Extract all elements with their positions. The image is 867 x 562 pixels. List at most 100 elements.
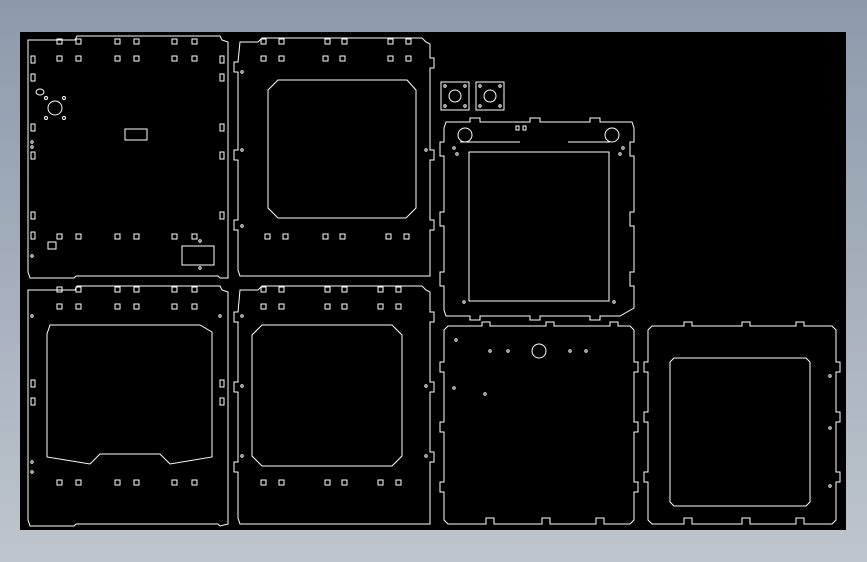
screw-hole: [241, 149, 243, 151]
slot: [406, 56, 411, 61]
slot: [57, 480, 62, 485]
screw-hole: [507, 350, 509, 352]
panel-bottom-left[interactable]: [28, 286, 228, 526]
bracket-outline: [441, 82, 469, 110]
screw-hole: [31, 141, 33, 143]
drawing-viewport[interactable]: [20, 32, 846, 530]
slot: [220, 74, 224, 81]
slot: [388, 39, 393, 44]
slot: [261, 304, 266, 309]
slot: [31, 74, 35, 81]
slot: [57, 56, 62, 61]
slot: [406, 39, 411, 44]
slot: [115, 287, 120, 292]
slot: [523, 126, 526, 130]
screw-hole: [489, 350, 491, 352]
slot: [76, 234, 81, 239]
slot: [279, 287, 284, 292]
slot: [134, 56, 139, 61]
mount-hole: [48, 101, 62, 115]
slot: [115, 56, 120, 61]
laser-cut-drawing: [20, 32, 846, 530]
screw-hole: [829, 427, 831, 429]
motor-hole: [449, 90, 461, 102]
screw-hole: [241, 225, 243, 227]
screw-hole: [425, 149, 427, 151]
slot: [31, 398, 35, 405]
screw-hole: [444, 85, 446, 87]
slot: [378, 480, 383, 485]
screw-hole: [479, 105, 481, 107]
screw-hole: [63, 117, 66, 120]
slot: [340, 56, 345, 61]
slot: [192, 39, 197, 44]
screw-hole: [425, 385, 427, 387]
screw-hole: [444, 105, 446, 107]
screw-hole: [241, 385, 243, 387]
slot: [220, 212, 224, 219]
slot: [115, 39, 120, 44]
panel-bottom-center[interactable]: [440, 322, 638, 524]
screw-hole: [829, 375, 831, 377]
slot: [342, 480, 347, 485]
panel-outline: [644, 322, 840, 524]
screw-hole: [569, 350, 571, 352]
screw-hole: [464, 105, 466, 107]
slot: [134, 480, 139, 485]
screw-hole: [499, 105, 501, 107]
slot: [220, 152, 224, 159]
screw-hole: [464, 85, 466, 87]
slot: [192, 304, 197, 309]
panel-center-tray[interactable]: [440, 118, 634, 320]
slot: [261, 39, 266, 44]
slot: [134, 287, 139, 292]
slot: [57, 304, 62, 309]
slot: [192, 234, 197, 239]
slot: [279, 480, 284, 485]
small-slot: [48, 242, 56, 249]
slot: [342, 304, 347, 309]
panel-outline: [440, 322, 638, 524]
slot: [279, 39, 284, 44]
slot: [261, 56, 266, 61]
slot: [172, 56, 177, 61]
screw-hole: [31, 315, 33, 317]
slot: [325, 304, 330, 309]
screw-hole: [45, 117, 48, 120]
screw-hole: [199, 267, 201, 269]
slot: [386, 234, 391, 239]
slot: [220, 124, 224, 131]
slot: [283, 234, 288, 239]
motor-mount-small-2[interactable]: [476, 82, 504, 110]
corner-hole: [458, 128, 472, 142]
square-window: [670, 358, 810, 506]
slot: [516, 126, 519, 130]
screw-hole: [585, 350, 587, 352]
panel-outline: [234, 38, 434, 276]
panel-top-middle[interactable]: [234, 38, 434, 276]
slot: [261, 287, 266, 292]
slot: [57, 39, 62, 44]
panel-bottom-middle[interactable]: [234, 286, 434, 524]
slot: [31, 232, 35, 239]
panel-outline: [28, 36, 228, 278]
slot: [404, 234, 409, 239]
screw-hole: [622, 147, 624, 149]
slot: [396, 287, 401, 292]
motor-mount-small-1[interactable]: [441, 82, 469, 110]
screw-hole: [453, 147, 455, 149]
slot: [57, 287, 62, 292]
panel-top-left[interactable]: [28, 36, 228, 278]
screw-hole: [613, 301, 615, 303]
slot: [192, 56, 197, 61]
slot: [31, 380, 35, 387]
panel-bottom-right[interactable]: [644, 322, 840, 524]
slot: [31, 56, 35, 63]
slot: [172, 234, 177, 239]
slot: [261, 480, 266, 485]
octagon-window: [268, 80, 416, 218]
panel-outline: [234, 286, 434, 524]
slot: [172, 39, 177, 44]
slot: [115, 234, 120, 239]
screw-hole: [219, 315, 221, 317]
